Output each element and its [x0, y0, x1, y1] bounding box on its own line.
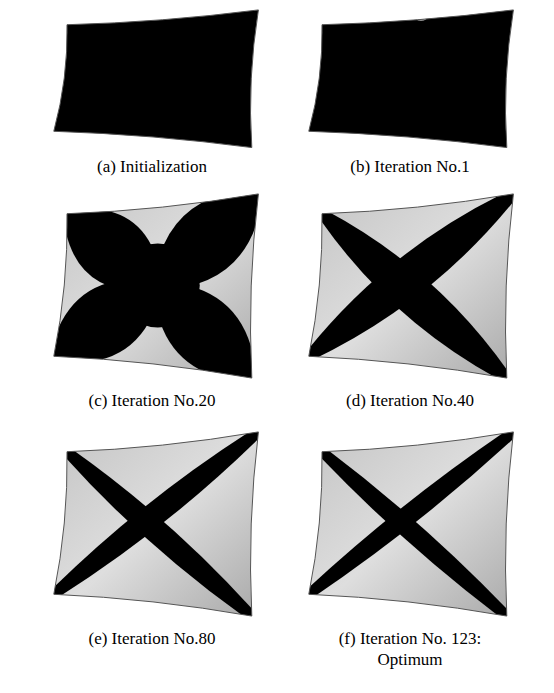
shell-panel — [51, 428, 262, 620]
material-region — [306, 428, 517, 598]
shell-panel — [50, 189, 262, 382]
panel-caption: (f) Iteration No. 123: Optimum — [312, 628, 508, 671]
panel-caption: (d) Iteration No.40 — [312, 390, 508, 411]
panel-caption: (b) Iteration No.1 — [312, 156, 508, 177]
void-spot — [506, 91, 520, 101]
panel-caption: (e) Iteration No.80 — [54, 628, 250, 649]
void-spot — [451, 143, 465, 153]
material-region — [51, 428, 262, 598]
shell-surface — [54, 10, 259, 148]
material-region — [64, 448, 255, 620]
material-region — [319, 448, 510, 620]
shell-outline — [54, 432, 259, 616]
shell-outline — [54, 194, 259, 378]
shell-panel — [309, 10, 521, 153]
panel-caption: (c) Iteration No.20 — [54, 390, 250, 411]
shell-outline — [54, 10, 259, 148]
material-region — [306, 190, 517, 360]
shell-outline — [309, 432, 514, 616]
shell-outline — [309, 10, 514, 148]
material-region — [116, 243, 200, 327]
panel-caption: (a) Initialization — [54, 156, 250, 177]
shell-surface — [309, 10, 514, 148]
shell-panel — [54, 10, 259, 148]
shell-panel — [306, 190, 517, 382]
shell-panel — [306, 428, 517, 620]
shell-outline — [309, 194, 514, 378]
